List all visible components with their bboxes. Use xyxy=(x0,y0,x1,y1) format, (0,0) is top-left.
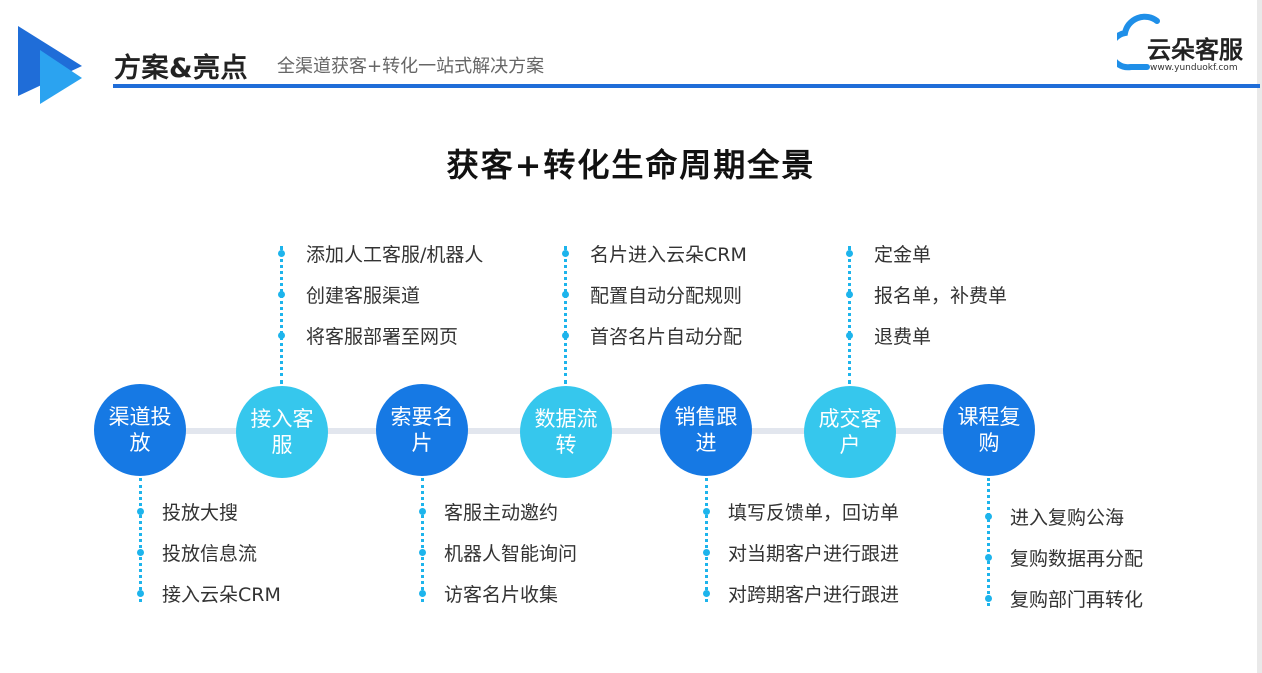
stage-circle-card: 索要名片 xyxy=(376,384,468,476)
list-item: 配置自动分配规则 xyxy=(590,285,743,307)
list-bullet xyxy=(137,590,144,597)
list-item: 名片进入云朵CRM xyxy=(590,244,747,266)
stage-connector xyxy=(705,478,708,602)
list-item: 将客服部署至网页 xyxy=(306,326,459,348)
list-item: 填写反馈单，回访单 xyxy=(728,502,900,524)
list-bullet xyxy=(846,291,853,298)
list-bullet xyxy=(137,549,144,556)
list-bullet xyxy=(703,590,710,597)
stage-circle-sales: 销售跟进 xyxy=(660,384,752,476)
list-item: 定金单 xyxy=(874,244,932,266)
list-item: 机器人智能询问 xyxy=(444,543,578,565)
list-bullet xyxy=(562,250,569,257)
list-bullet xyxy=(985,595,992,602)
list-bullet xyxy=(278,332,285,339)
list-bullet xyxy=(846,250,853,257)
list-item: 进入复购公海 xyxy=(1010,507,1125,529)
list-bullet xyxy=(419,549,426,556)
list-item: 复购部门再转化 xyxy=(1010,589,1144,611)
diagram-title: 获客+转化生命周期全景 xyxy=(446,146,816,184)
list-bullet xyxy=(562,332,569,339)
list-item: 退费单 xyxy=(874,326,932,348)
page-title: 方案&亮点 xyxy=(114,53,249,84)
list-bullet xyxy=(562,291,569,298)
list-item: 报名单，补费单 xyxy=(874,285,1008,307)
list-item: 复购数据再分配 xyxy=(1010,548,1144,570)
list-item: 投放信息流 xyxy=(162,543,258,565)
list-bullet xyxy=(846,332,853,339)
list-bullet xyxy=(137,508,144,515)
play-logo-icon xyxy=(18,26,82,104)
list-item: 投放大搜 xyxy=(162,502,239,524)
stage-circle-deal: 成交客户 xyxy=(804,386,896,478)
list-bullet xyxy=(985,554,992,561)
list-bullet xyxy=(985,513,992,520)
list-bullet xyxy=(703,549,710,556)
stage-connector xyxy=(139,478,142,602)
brand-url: www.yunduokf.com xyxy=(1150,63,1238,73)
stage-circle-service: 接入客服 xyxy=(236,386,328,478)
list-item: 访客名片收集 xyxy=(444,584,559,606)
stage-circle-data: 数据流转 xyxy=(520,386,612,478)
list-item: 对跨期客户进行跟进 xyxy=(728,584,900,606)
list-bullet xyxy=(419,590,426,597)
page-edge xyxy=(1257,0,1262,673)
brand-logo: 云朵客服 www.yunduokf.com xyxy=(1117,11,1257,73)
list-item: 对当期客户进行跟进 xyxy=(728,543,900,565)
list-bullet xyxy=(419,508,426,515)
stage-connector xyxy=(987,478,990,606)
stage-connector xyxy=(421,478,424,602)
stage-circle-channel: 渠道投放 xyxy=(94,384,186,476)
stage-connector xyxy=(564,246,567,384)
list-bullet xyxy=(278,291,285,298)
stage-connector xyxy=(280,246,283,384)
list-item: 首咨名片自动分配 xyxy=(590,326,743,348)
list-bullet xyxy=(703,508,710,515)
list-item: 创建客服渠道 xyxy=(306,285,421,307)
list-item: 添加人工客服/机器人 xyxy=(306,244,484,266)
cloud-logo-icon xyxy=(1117,13,1160,71)
list-item: 客服主动邀约 xyxy=(444,502,559,524)
stage-circle-repurchase: 课程复购 xyxy=(943,384,1035,476)
header-divider xyxy=(113,84,1260,88)
list-bullet xyxy=(278,250,285,257)
page-subtitle: 全渠道获客+转化一站式解决方案 xyxy=(277,56,545,77)
list-item: 接入云朵CRM xyxy=(162,584,281,606)
brand-name: 云朵客服 xyxy=(1147,36,1243,64)
stage-connector xyxy=(848,246,851,384)
